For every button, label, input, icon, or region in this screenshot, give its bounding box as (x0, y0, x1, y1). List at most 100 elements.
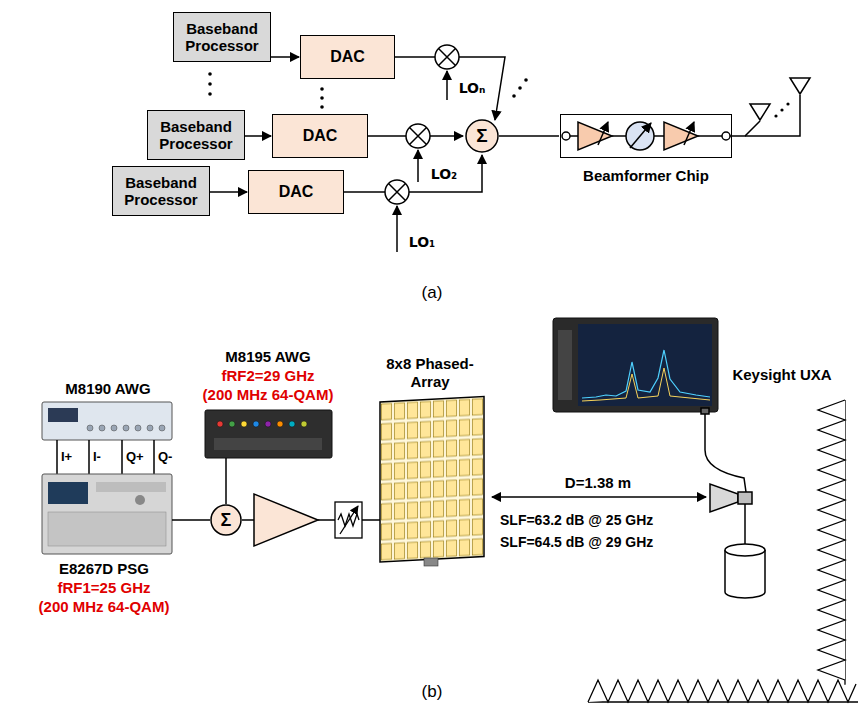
dot (512, 94, 516, 98)
e8267d-psg-instrument (42, 474, 172, 554)
dac-box: DAC (272, 114, 368, 158)
wire-arrow (409, 155, 482, 192)
connector (301, 421, 307, 427)
dot (208, 92, 212, 96)
wire (344, 191, 385, 193)
cable (705, 412, 746, 492)
connector-arrow (245, 135, 271, 137)
absorber-cones (818, 400, 845, 680)
dot (518, 86, 522, 90)
connector (87, 425, 93, 431)
wire (121, 440, 123, 474)
mixer-circle (385, 180, 409, 204)
instrument-label: E8267D PSG (59, 560, 149, 578)
connector (265, 421, 271, 427)
instrument-screen (48, 482, 88, 504)
node-text: Baseband Processor (177, 20, 267, 55)
dot (774, 114, 777, 117)
combiner-circle: Σ (210, 504, 242, 536)
signal-label: (200 MHz 64-QAM) (203, 386, 334, 404)
wire (654, 135, 664, 137)
m8190-awg-instrument (42, 402, 172, 440)
node-text: Baseband Processor (116, 174, 206, 209)
stand-top (725, 544, 765, 556)
connector (253, 421, 259, 427)
phase-shifter-symbol (626, 122, 654, 150)
mixer-circle (435, 45, 459, 69)
antenna (750, 104, 770, 120)
signal-label: (200 MHz 64-QAM) (39, 598, 170, 616)
lo-label: LO₁ (409, 234, 435, 251)
amplifier-symbol (254, 494, 318, 546)
instrument-panel (48, 408, 78, 422)
antenna-symbol (730, 78, 810, 136)
processor-box: Baseband Processor (173, 12, 271, 62)
spectrum-trace (582, 350, 710, 398)
wire (172, 519, 210, 521)
attenuator-box (335, 502, 362, 538)
array-elements (380, 397, 484, 562)
instrument-label: M8195 AWG (225, 348, 310, 366)
knob (135, 495, 145, 505)
tuning-arrow (340, 506, 358, 534)
processor-box: Baseband Processor (147, 110, 245, 160)
circle-shape (211, 505, 241, 535)
wire (368, 135, 406, 137)
instrument-panel (558, 330, 572, 400)
panel-label: (b) (422, 682, 443, 702)
wire-arrow (459, 57, 505, 120)
wire (225, 458, 227, 504)
dot (208, 82, 212, 86)
dot (320, 87, 324, 91)
dac-box: DAC (300, 35, 395, 79)
iq-wires (57, 440, 154, 474)
connectors (217, 421, 307, 427)
dot (208, 72, 212, 76)
wire (318, 519, 335, 521)
horn-antenna (710, 484, 738, 512)
dot (320, 105, 324, 109)
tuning-arrow (630, 123, 651, 148)
instrument-body (42, 402, 172, 440)
signal-name: Q- (158, 449, 172, 465)
antenna (790, 78, 810, 94)
amplifier-symbol (578, 122, 612, 150)
beamformer-internals (562, 122, 730, 150)
processor-box: Baseband Processor (112, 166, 210, 216)
beamformer-box: Beamformer Chip (560, 114, 732, 158)
connector (147, 425, 153, 431)
instrument-panel (96, 482, 166, 492)
wire (153, 440, 155, 474)
wire (698, 135, 722, 137)
lo-arrow (417, 150, 419, 182)
wire (242, 519, 254, 521)
lo-label: LOₙ (459, 80, 486, 97)
wire (362, 519, 380, 521)
port (701, 408, 709, 414)
wire (570, 135, 578, 137)
array-panel (380, 397, 484, 562)
connector-arrow (210, 191, 247, 193)
stand-pole (744, 504, 746, 548)
connector (99, 425, 105, 431)
mixer-cross (410, 128, 427, 145)
node-text: Σ (221, 510, 232, 531)
instrument-label: Keysight UXA (732, 366, 831, 384)
node-text: Σ (476, 125, 487, 147)
connectors (87, 425, 165, 431)
connector (241, 421, 247, 427)
absorber (588, 400, 858, 702)
receive-horn (701, 408, 765, 598)
node-text: DAC (330, 48, 365, 66)
connector (123, 425, 129, 431)
spectrum-trace (582, 368, 710, 401)
distance-arrow (492, 496, 706, 498)
frequency-label: fRF2=29 GHz (222, 367, 315, 385)
combiner-circle: Σ (465, 119, 499, 153)
stand-base (725, 550, 765, 598)
measurement-note: SLF=64.5 dB @ 29 GHz (500, 534, 653, 551)
array-connector (424, 558, 438, 566)
lo-arrow (446, 71, 448, 100)
instrument-screen (578, 324, 712, 406)
